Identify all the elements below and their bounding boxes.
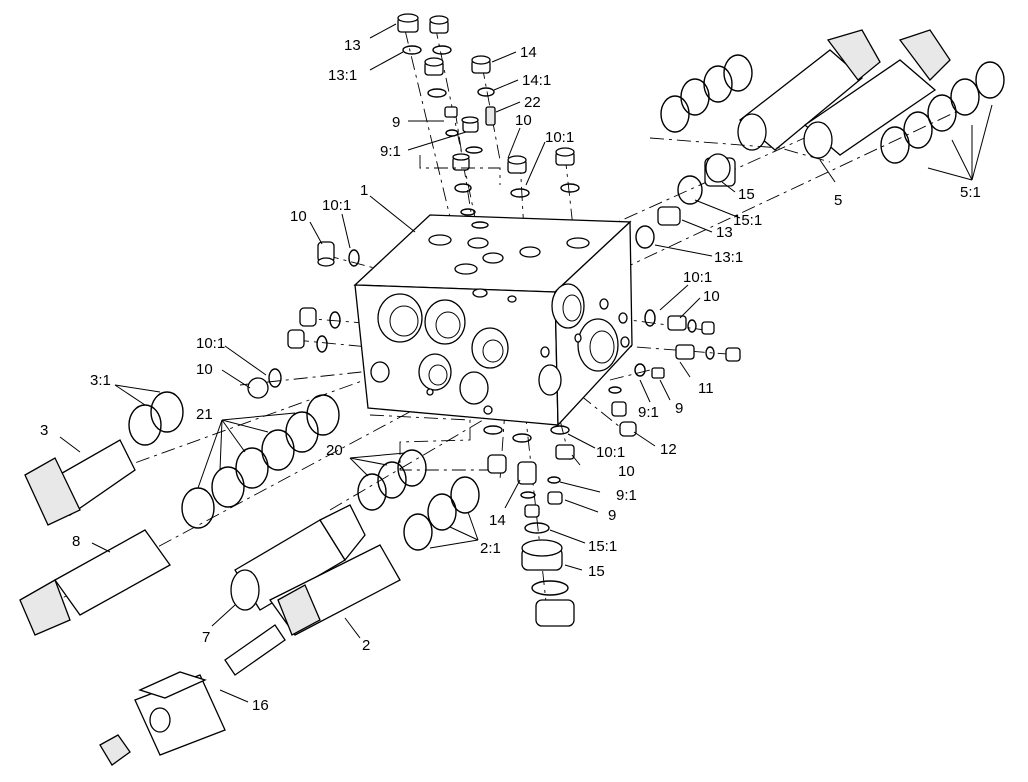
callout-12: 12: [660, 441, 677, 458]
left-cartridges: [19, 391, 500, 766]
callout-22: 22: [524, 94, 541, 111]
callout-20: 20: [326, 442, 343, 459]
callout-10-lower: 10: [618, 463, 635, 480]
callout-15-1-right: 15:1: [733, 212, 762, 229]
callout-10-1-top: 10:1: [545, 129, 574, 146]
callout-15-lower: 15: [588, 563, 605, 580]
callout-21: 21: [196, 406, 213, 423]
callout-5-1: 5:1: [960, 184, 981, 201]
callout-3-1: 3:1: [90, 372, 111, 389]
callout-11: 11: [698, 380, 714, 397]
left-plugs: [247, 241, 360, 399]
callout-10-left: 10: [196, 361, 213, 378]
callout-14-lower: 14: [489, 512, 506, 529]
callout-13-1-right: 13:1: [714, 249, 743, 266]
callout-2: 2: [362, 637, 370, 654]
callout-10-1-lower: 10:1: [596, 444, 625, 461]
callout-9-top: 9: [392, 114, 400, 131]
callout-9-right: 9: [675, 400, 683, 417]
callout-10-1-right: 10:1: [683, 269, 712, 286]
callout-labels: 13 13:1 14 14:1 22 9 9:1 10 10:1 1 10 10…: [40, 37, 981, 714]
callout-10-1-leftblock: 10:1: [322, 197, 351, 214]
valve-block: [353, 214, 633, 427]
callout-7: 7: [202, 629, 210, 646]
callout-9-1-right: 9:1: [638, 404, 659, 421]
callout-13-right: 13: [716, 224, 733, 241]
lower-parts: [483, 425, 575, 627]
callout-14-top: 14: [520, 44, 537, 61]
callout-9-1-top: 9:1: [380, 143, 401, 160]
callout-10-leftblock: 10: [290, 208, 307, 225]
callout-15-right: 15: [738, 186, 755, 203]
callout-9-lower: 9: [608, 507, 616, 524]
top-plugs: [397, 13, 580, 229]
callout-10-top: 10: [515, 112, 532, 129]
callout-8: 8: [72, 533, 80, 550]
right-plugs: [608, 153, 741, 437]
callout-9-1-lower: 9:1: [616, 487, 637, 504]
callout-1: 1: [360, 182, 368, 199]
callout-14-1-top: 14:1: [522, 72, 551, 89]
callout-10-right: 10: [703, 288, 720, 305]
callout-3: 3: [40, 422, 48, 439]
leader-lines: [59, 23, 993, 703]
callout-16: 16: [252, 697, 269, 714]
callout-13-top: 13: [344, 37, 361, 54]
callout-15-1-lower: 15:1: [588, 538, 617, 555]
callout-5: 5: [834, 192, 842, 209]
callout-10-1-left: 10:1: [196, 335, 225, 352]
right-cartridges: [649, 29, 1005, 164]
callout-2-1: 2:1: [480, 540, 501, 557]
callout-13-1-top: 13:1: [328, 67, 357, 84]
